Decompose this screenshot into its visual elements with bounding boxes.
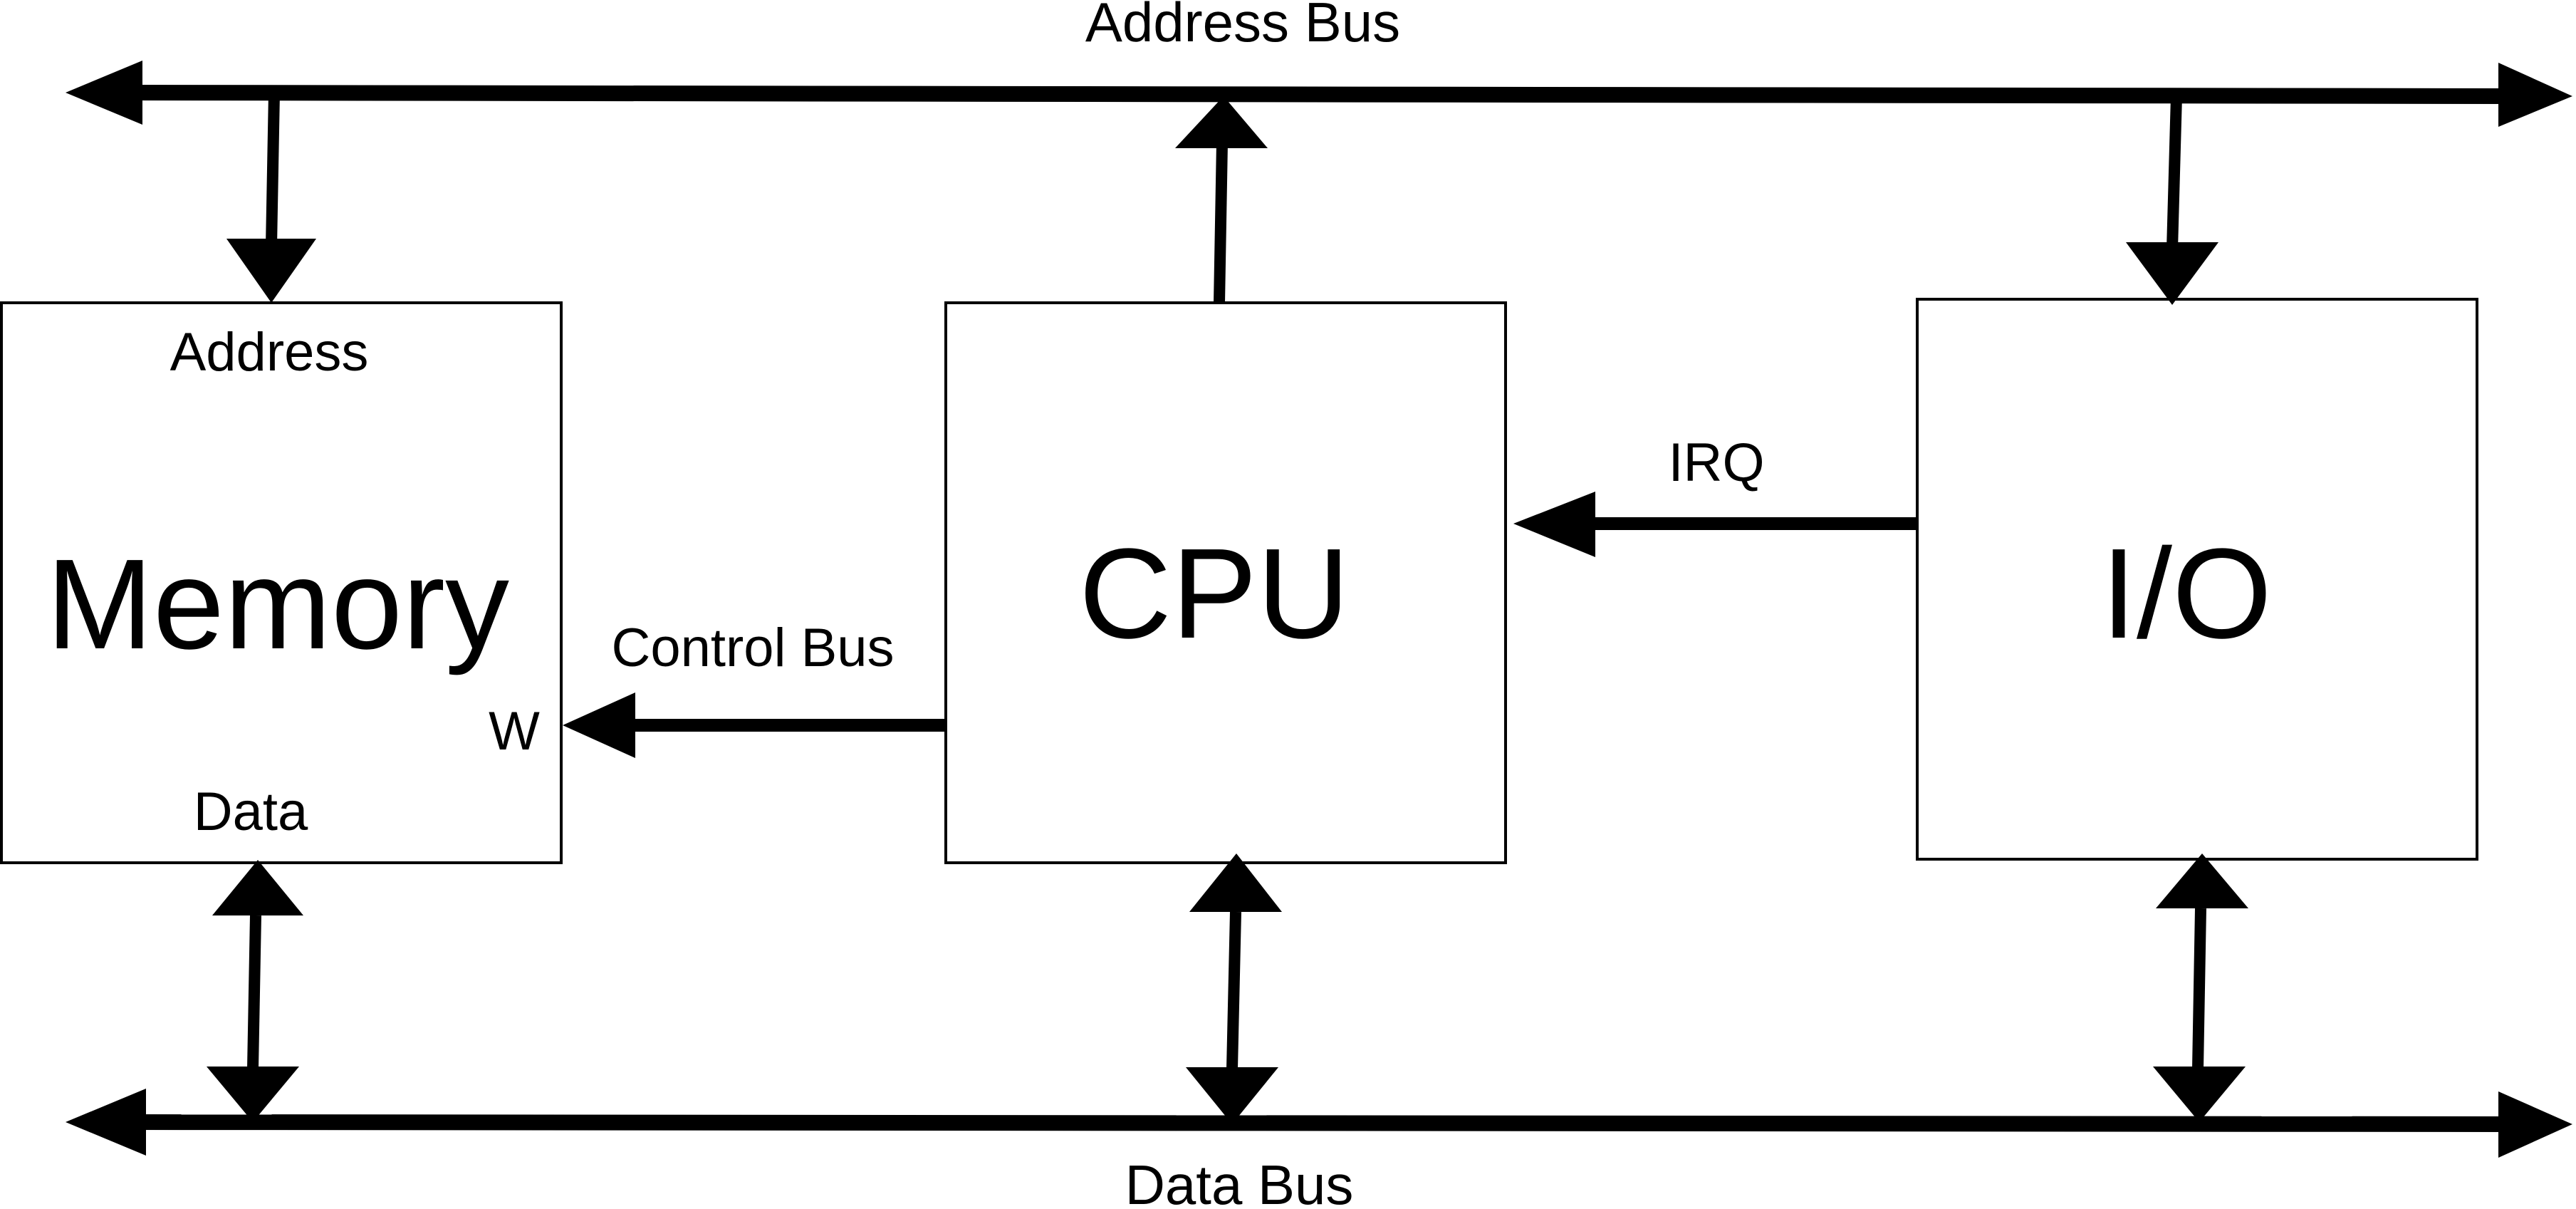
memory-address-port-label: Address	[170, 322, 369, 383]
io-title: I/O	[2101, 522, 2272, 665]
arrowhead-down	[1186, 1067, 1278, 1124]
address-bus-left-arrowhead	[66, 61, 142, 125]
cpu-box	[944, 301, 1507, 864]
address-bus-right-arrowhead	[2498, 63, 2572, 127]
arrowhead-up	[212, 860, 303, 915]
io-box	[1916, 298, 2478, 861]
arrowhead-down	[226, 239, 316, 303]
address-bus-to-io-arrow	[2126, 95, 2218, 305]
memory-box	[0, 301, 563, 864]
cpu-to-address-bus-arrow	[1175, 96, 1268, 303]
control-bus-arrow	[563, 692, 946, 758]
control-bus-label: Control Bus	[611, 618, 894, 678]
arrowhead-down	[2126, 242, 2218, 305]
memory-data-bus-arrow	[207, 860, 303, 1122]
address-bus-label: Address Bus	[1085, 0, 1400, 53]
arrowhead-down	[2153, 1067, 2246, 1122]
arrowhead-left	[563, 692, 635, 758]
arrowhead-up	[1189, 853, 1282, 912]
arrowhead-left	[1513, 492, 1595, 557]
arrowhead-up	[1175, 96, 1268, 148]
irq-arrow	[1513, 492, 1917, 557]
cpu-data-bus-arrow	[1186, 853, 1282, 1124]
address-bus	[66, 61, 2572, 127]
data-bus	[66, 1089, 2572, 1158]
data-bus-line	[127, 1114, 2508, 1132]
irq-label: IRQ	[1668, 432, 1764, 493]
address-bus-to-memory-arrow	[226, 92, 316, 303]
arrowhead-down	[207, 1067, 299, 1122]
memory-write-port-label: W	[489, 701, 540, 762]
memory-title: Memory	[46, 533, 509, 676]
io-data-bus-arrow	[2153, 853, 2248, 1122]
memory-data-port-label: Data	[194, 782, 308, 842]
data-bus-left-arrowhead	[66, 1089, 146, 1156]
data-bus-label: Data Bus	[1125, 1153, 1354, 1209]
arrowhead-up	[2156, 853, 2248, 908]
address-bus-line	[127, 85, 2508, 104]
cpu-title: CPU	[1079, 522, 1350, 665]
data-bus-right-arrowhead	[2498, 1091, 2572, 1158]
